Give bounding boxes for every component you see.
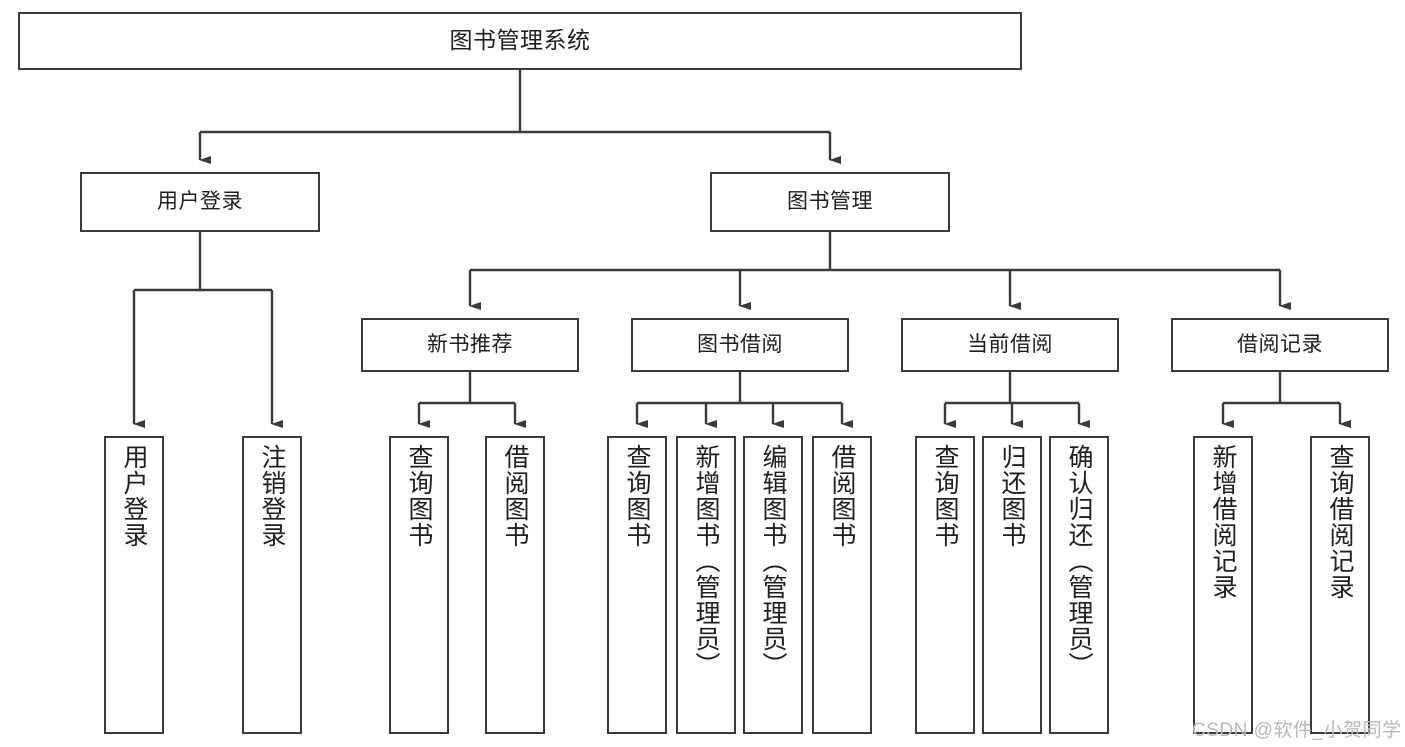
node-book-management-label: 图书管理 <box>787 189 873 213</box>
node-leaf-add-book[interactable]: 新增图书（管理员） <box>676 436 736 734</box>
node-leaf-edit-book[interactable]: 编辑图书（管理员） <box>743 436 803 734</box>
node-leaf-logout-label: 注销登录 <box>258 444 286 548</box>
node-leaf-query-book-2[interactable]: 查询图书 <box>607 436 667 734</box>
node-new-book-recommend-label: 新书推荐 <box>427 332 513 356</box>
node-user-login[interactable]: 用户登录 <box>80 172 320 232</box>
node-leaf-query-record-label: 查询借阅记录 <box>1326 444 1354 600</box>
node-book-borrow-label: 图书借阅 <box>697 332 783 356</box>
node-leaf-borrow-book-2[interactable]: 借阅图书 <box>812 436 872 734</box>
node-leaf-edit-book-label: 编辑图书（管理员） <box>759 444 787 678</box>
node-leaf-query-record[interactable]: 查询借阅记录 <box>1310 436 1370 734</box>
node-leaf-return-book-label: 归还图书 <box>998 444 1026 548</box>
node-book-borrow[interactable]: 图书借阅 <box>631 318 849 372</box>
node-root-label: 图书管理系统 <box>449 27 591 54</box>
node-leaf-add-record-label: 新增借阅记录 <box>1209 444 1237 600</box>
node-borrow-record-label: 借阅记录 <box>1237 332 1323 356</box>
node-leaf-user-login-label: 用户登录 <box>120 444 148 548</box>
node-leaf-query-book-1-label: 查询图书 <box>405 444 433 548</box>
node-leaf-add-record[interactable]: 新增借阅记录 <box>1193 436 1253 734</box>
node-leaf-borrow-book-1-label: 借阅图书 <box>501 444 529 548</box>
node-leaf-add-book-label: 新增图书（管理员） <box>692 444 720 678</box>
node-leaf-query-book-3[interactable]: 查询图书 <box>915 436 975 734</box>
node-leaf-return-book[interactable]: 归还图书 <box>982 436 1042 734</box>
watermark-csdn: CSDN @软件_小贺同学 <box>1192 720 1402 741</box>
node-current-borrow[interactable]: 当前借阅 <box>901 318 1119 372</box>
node-new-book-recommend[interactable]: 新书推荐 <box>361 318 579 372</box>
node-leaf-borrow-book-1[interactable]: 借阅图书 <box>485 436 545 734</box>
node-leaf-confirm-return-label: 确认归还（管理员） <box>1065 444 1093 678</box>
node-leaf-query-book-2-label: 查询图书 <box>623 444 651 548</box>
node-root[interactable]: 图书管理系统 <box>18 12 1022 70</box>
node-leaf-query-book-3-label: 查询图书 <box>931 444 959 548</box>
node-leaf-confirm-return[interactable]: 确认归还（管理员） <box>1049 436 1109 734</box>
node-book-management[interactable]: 图书管理 <box>710 172 950 232</box>
node-borrow-record[interactable]: 借阅记录 <box>1171 318 1389 372</box>
node-user-login-label: 用户登录 <box>157 189 243 213</box>
node-leaf-user-login[interactable]: 用户登录 <box>104 436 164 734</box>
node-leaf-query-book-1[interactable]: 查询图书 <box>389 436 449 734</box>
node-current-borrow-label: 当前借阅 <box>967 332 1053 356</box>
node-leaf-borrow-book-2-label: 借阅图书 <box>828 444 856 548</box>
node-leaf-logout[interactable]: 注销登录 <box>242 436 302 734</box>
